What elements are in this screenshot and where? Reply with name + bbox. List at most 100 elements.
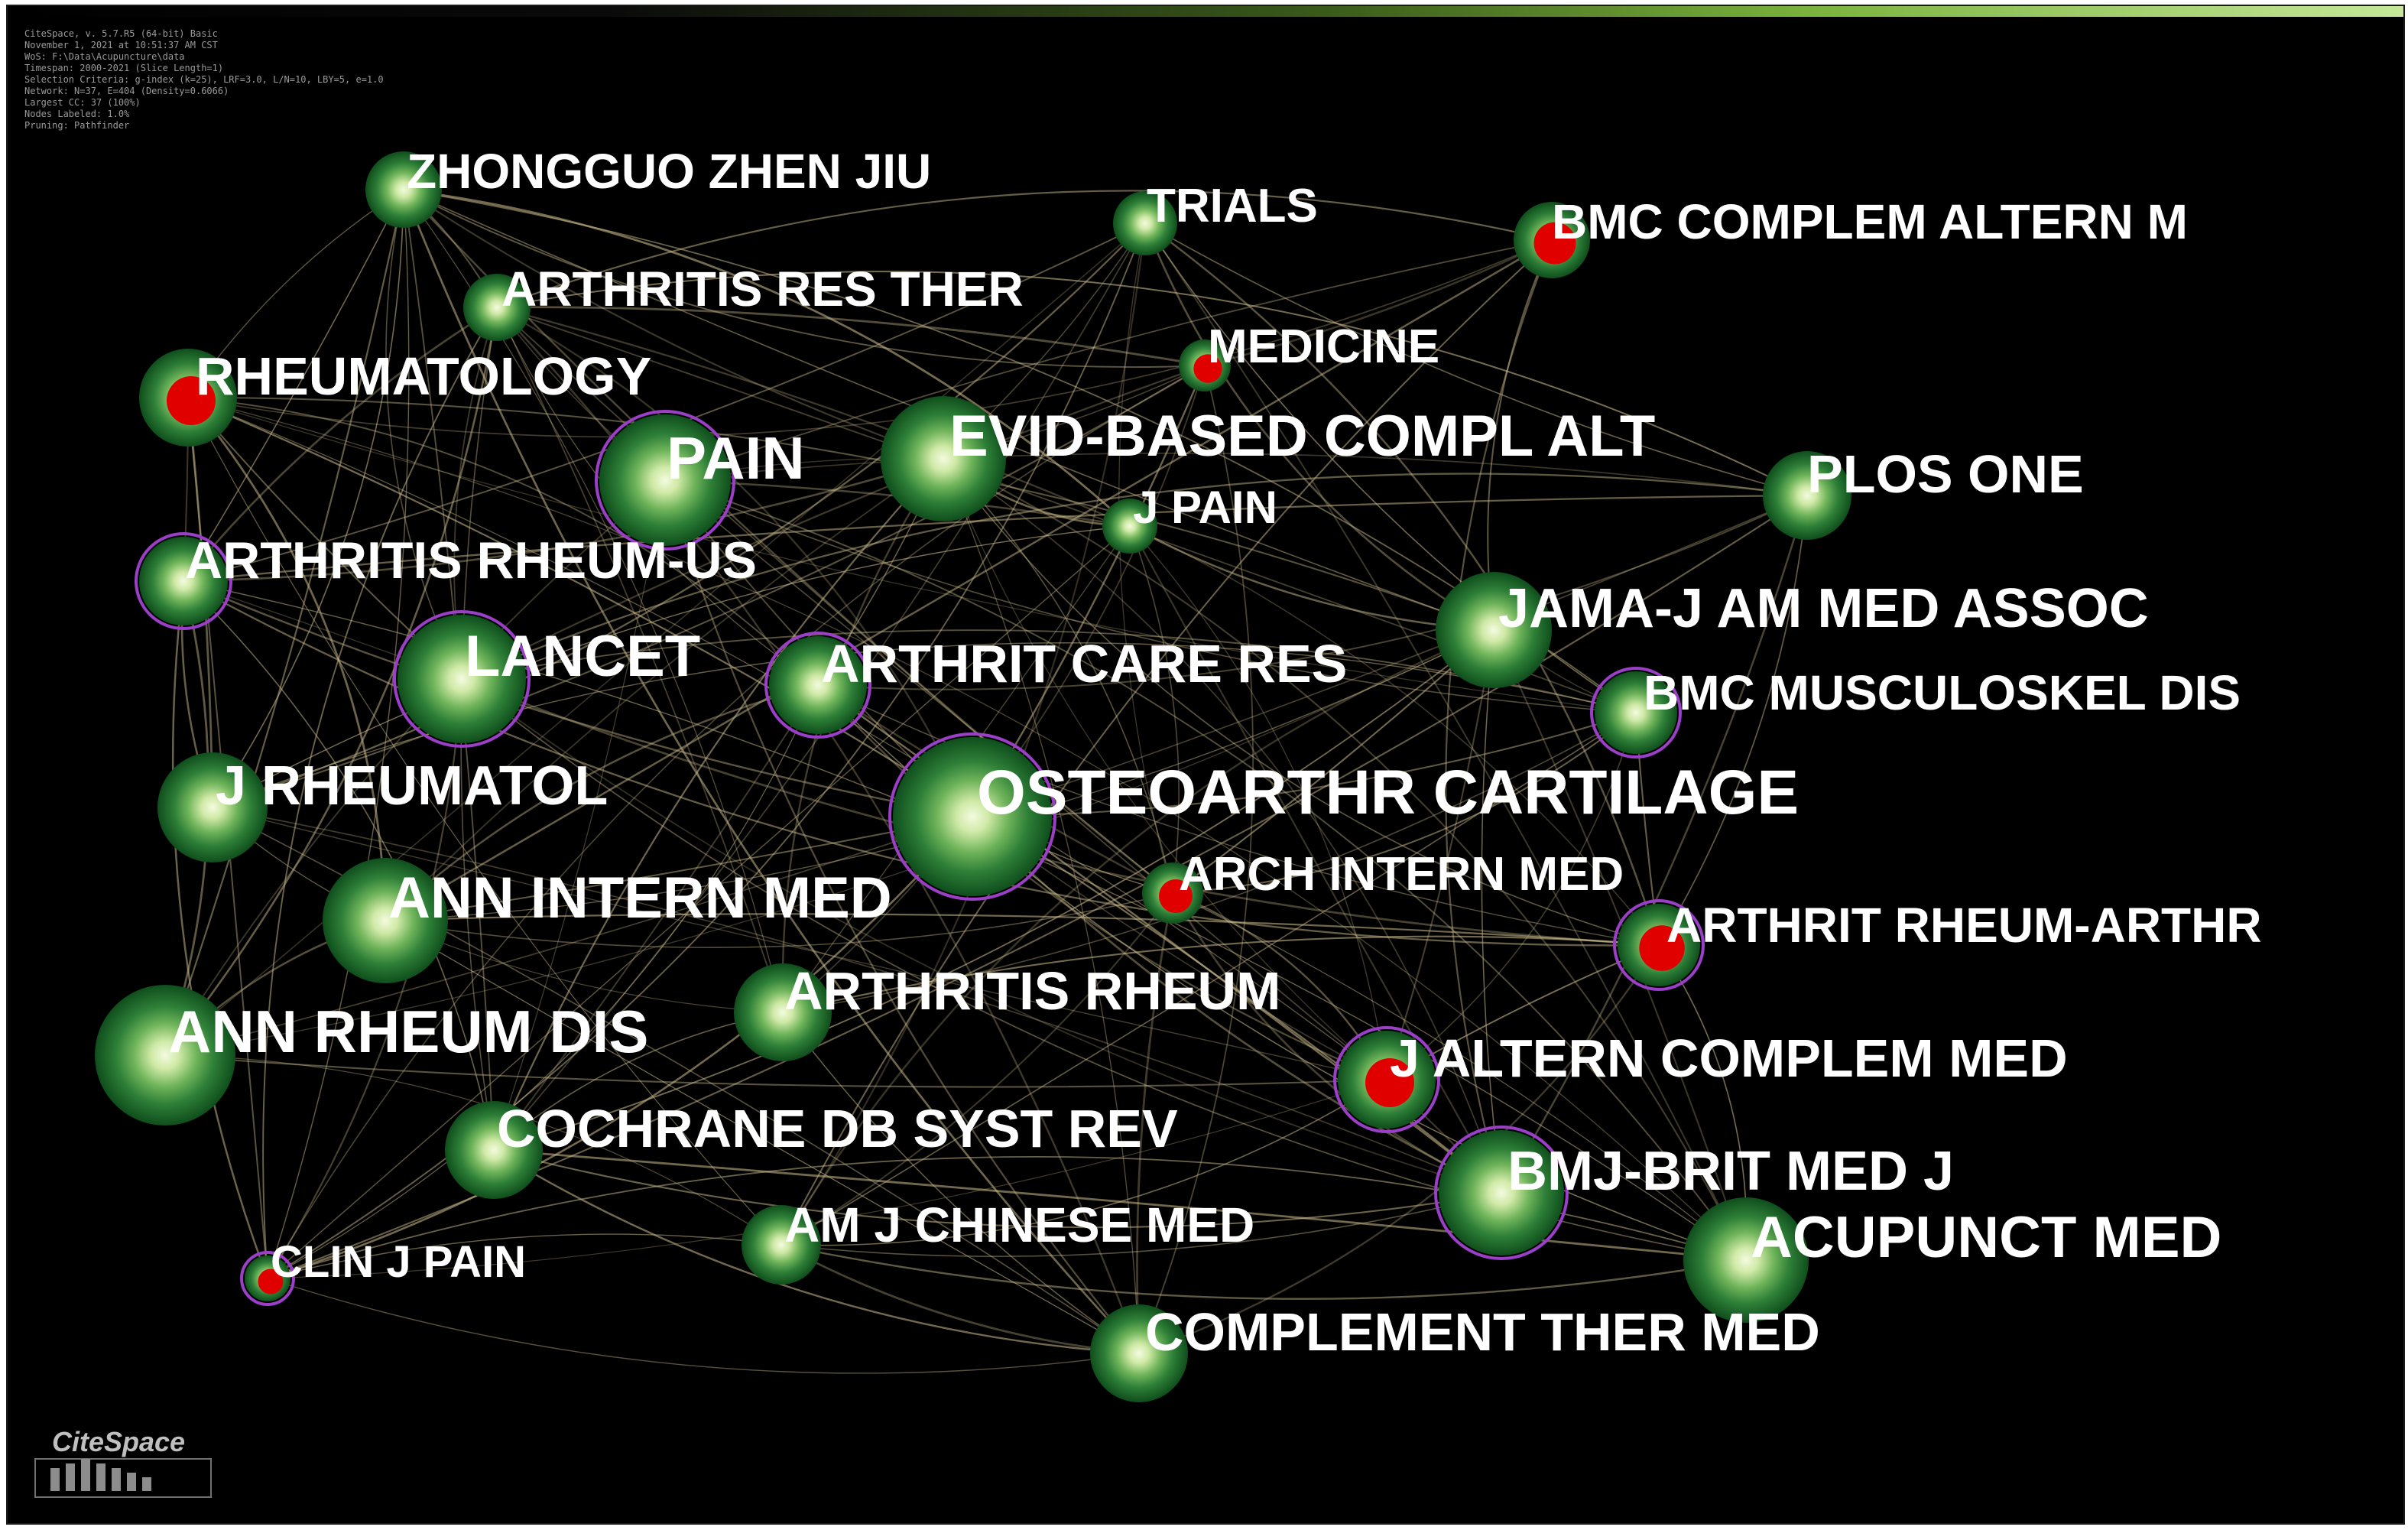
node-plos[interactable] <box>1763 451 1851 540</box>
node-acr[interactable] <box>764 632 871 739</box>
centrality-ring <box>1613 899 1705 991</box>
node-label-medicine: MEDICINE <box>1208 320 1439 373</box>
node-label-bmj: BMJ-BRIT MED J <box>1507 1141 1954 1202</box>
network-edge <box>267 1079 1387 1279</box>
node-circle <box>1113 191 1177 255</box>
node-aim[interactable] <box>323 858 448 983</box>
network-edge <box>183 580 973 818</box>
logo-bar <box>50 1468 60 1491</box>
network-edge <box>780 239 1553 1246</box>
timeline-color-bar <box>8 6 2403 17</box>
network-edge <box>1118 223 1173 894</box>
node-ara[interactable] <box>1613 899 1705 991</box>
node-medicine[interactable] <box>1179 339 1231 391</box>
node-circle <box>463 274 531 341</box>
network-edge <box>664 239 1553 481</box>
node-label-jpain: J PAIN <box>1133 482 1277 533</box>
node-bmj[interactable] <box>1434 1126 1569 1260</box>
node-label-ajcm: AM J CHINESE MED <box>784 1197 1254 1252</box>
network-edge <box>187 396 1494 631</box>
node-jrheum[interactable] <box>157 752 268 862</box>
node-rheumatology[interactable] <box>139 349 237 447</box>
network-edge <box>212 807 1387 1080</box>
network-edge <box>183 580 495 1151</box>
centrality-ring <box>764 632 871 739</box>
header-info-line: November 1, 2021 at 10:51:37 AM CST <box>24 40 218 50</box>
network-edge <box>817 684 1660 946</box>
network-edge <box>780 712 1637 1246</box>
network-edge <box>461 677 1660 947</box>
centrality-ring <box>1590 667 1682 759</box>
network-edge <box>493 1148 1747 1262</box>
node-aim2[interactable] <box>1142 862 1203 924</box>
header-info-line: CiteSpace, v. 5.7.R5 (64-bit) Basic <box>24 28 218 39</box>
network-edge <box>385 816 973 921</box>
node-ecam[interactable] <box>881 396 1006 521</box>
node-label-zhongguo: ZHONGGUO ZHEN JIU <box>407 144 931 199</box>
network-edge <box>187 397 1637 713</box>
node-label-arthres: ARTHRITIS RES THER <box>501 261 1024 317</box>
node-jacm[interactable] <box>1333 1026 1440 1133</box>
node-label-lancet: LANCET <box>465 624 700 689</box>
node-oac[interactable] <box>888 733 1056 901</box>
node-jpain[interactable] <box>1102 499 1157 554</box>
network-edge <box>1172 892 1747 1261</box>
centrality-ring <box>135 532 232 630</box>
network-edge <box>780 1243 1747 1300</box>
node-ajcm[interactable] <box>742 1205 821 1285</box>
logo-bar <box>81 1459 90 1491</box>
network-nodes <box>95 151 1851 1402</box>
node-label-ara: ARTHRIT RHEUM-ARTHR <box>1666 898 2262 953</box>
node-zhongguo[interactable] <box>365 151 442 228</box>
network-edge <box>1138 944 1660 1355</box>
network-edge <box>183 189 404 582</box>
node-pain[interactable] <box>595 410 735 551</box>
network-edge <box>972 711 1637 818</box>
header-info-line: Pruning: Pathfinder <box>24 120 129 131</box>
node-ctm[interactable] <box>1090 1304 1188 1402</box>
network-edge <box>187 396 1502 1194</box>
node-circle <box>1102 499 1157 554</box>
node-clinjpain[interactable] <box>240 1251 295 1306</box>
centrality-ring <box>1434 1126 1569 1260</box>
network-edge <box>1144 222 1660 946</box>
node-cochrane[interactable] <box>445 1101 543 1199</box>
network-edge <box>780 1243 1140 1355</box>
node-ar[interactable] <box>734 963 832 1061</box>
network-edge <box>1172 712 1637 894</box>
logo-bar <box>96 1463 105 1491</box>
node-circle <box>139 537 228 625</box>
node-label-aim2: ARCH INTERN MED <box>1179 848 1624 901</box>
node-arus[interactable] <box>135 532 232 630</box>
node-label-plos: PLOS ONE <box>1807 444 2084 504</box>
network-edge <box>943 458 1502 1194</box>
network-edge <box>496 306 1206 367</box>
node-jama[interactable] <box>1436 572 1552 688</box>
node-label-jrheum: J RHEUMATOL <box>216 755 608 817</box>
node-ard[interactable] <box>95 985 235 1126</box>
network-edge <box>664 479 1637 713</box>
node-acupmed[interactable] <box>1683 1197 1809 1323</box>
network-edge <box>1204 239 1553 367</box>
network-edge <box>664 452 1808 496</box>
node-label-bmcmsk: BMC MUSCULOSKEL DIS <box>1644 665 2241 720</box>
network-edge <box>1144 223 1747 1261</box>
network-edge <box>187 397 1747 1261</box>
network-edge <box>664 479 1173 894</box>
network-edge <box>780 892 1173 1246</box>
node-label-clinjpain: CLIN J PAIN <box>271 1237 526 1287</box>
network-edge <box>1129 525 1180 894</box>
node-lancet[interactable] <box>393 610 531 748</box>
node-label-ctm: COMPLEMENT THER MED <box>1145 1302 1820 1362</box>
node-arthres[interactable] <box>463 274 531 341</box>
header-info-line: Nodes Labeled: 1.0% <box>24 109 130 119</box>
node-circle <box>893 737 1052 896</box>
network-edge <box>385 458 944 921</box>
node-bmcmsk[interactable] <box>1590 667 1682 759</box>
node-circle <box>1436 572 1552 688</box>
burst-marker <box>258 1269 284 1294</box>
node-trials[interactable] <box>1113 191 1177 255</box>
logo-frame <box>34 1458 212 1498</box>
node-bmccam[interactable] <box>1514 202 1590 278</box>
